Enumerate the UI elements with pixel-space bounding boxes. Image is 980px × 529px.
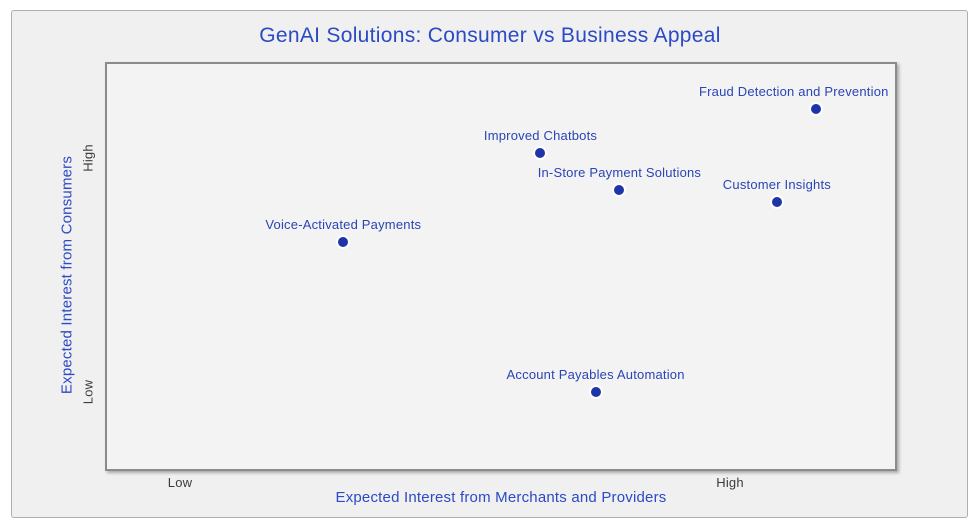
data-point-label: Improved Chatbots: [483, 128, 598, 144]
data-point-dot[interactable]: [771, 196, 782, 207]
x-tick-low: Low: [167, 475, 193, 490]
y-axis-title: Expected Interest from Consumers: [58, 155, 76, 395]
data-point-label: Voice-Activated Payments: [265, 217, 422, 233]
data-point-dot[interactable]: [338, 237, 349, 248]
data-point-dot[interactable]: [535, 148, 546, 159]
data-point-dot[interactable]: [811, 103, 822, 114]
data-point-dot[interactable]: [590, 387, 601, 398]
y-tick-low: Low: [80, 379, 96, 405]
data-point-label: In-Store Payment Solutions: [537, 164, 702, 180]
data-point-label: Customer Insights: [722, 176, 831, 192]
x-tick-high: High: [716, 475, 744, 490]
data-point-dot[interactable]: [614, 184, 625, 195]
data-point-label: Fraud Detection and Prevention: [699, 83, 889, 99]
data-point-label: Account Payables Automation: [506, 367, 685, 383]
chart-title: GenAI Solutions: Consumer vs Business Ap…: [259, 24, 721, 47]
x-axis-title: Expected Interest from Merchants and Pro…: [335, 489, 667, 506]
y-tick-high: High: [80, 144, 96, 172]
